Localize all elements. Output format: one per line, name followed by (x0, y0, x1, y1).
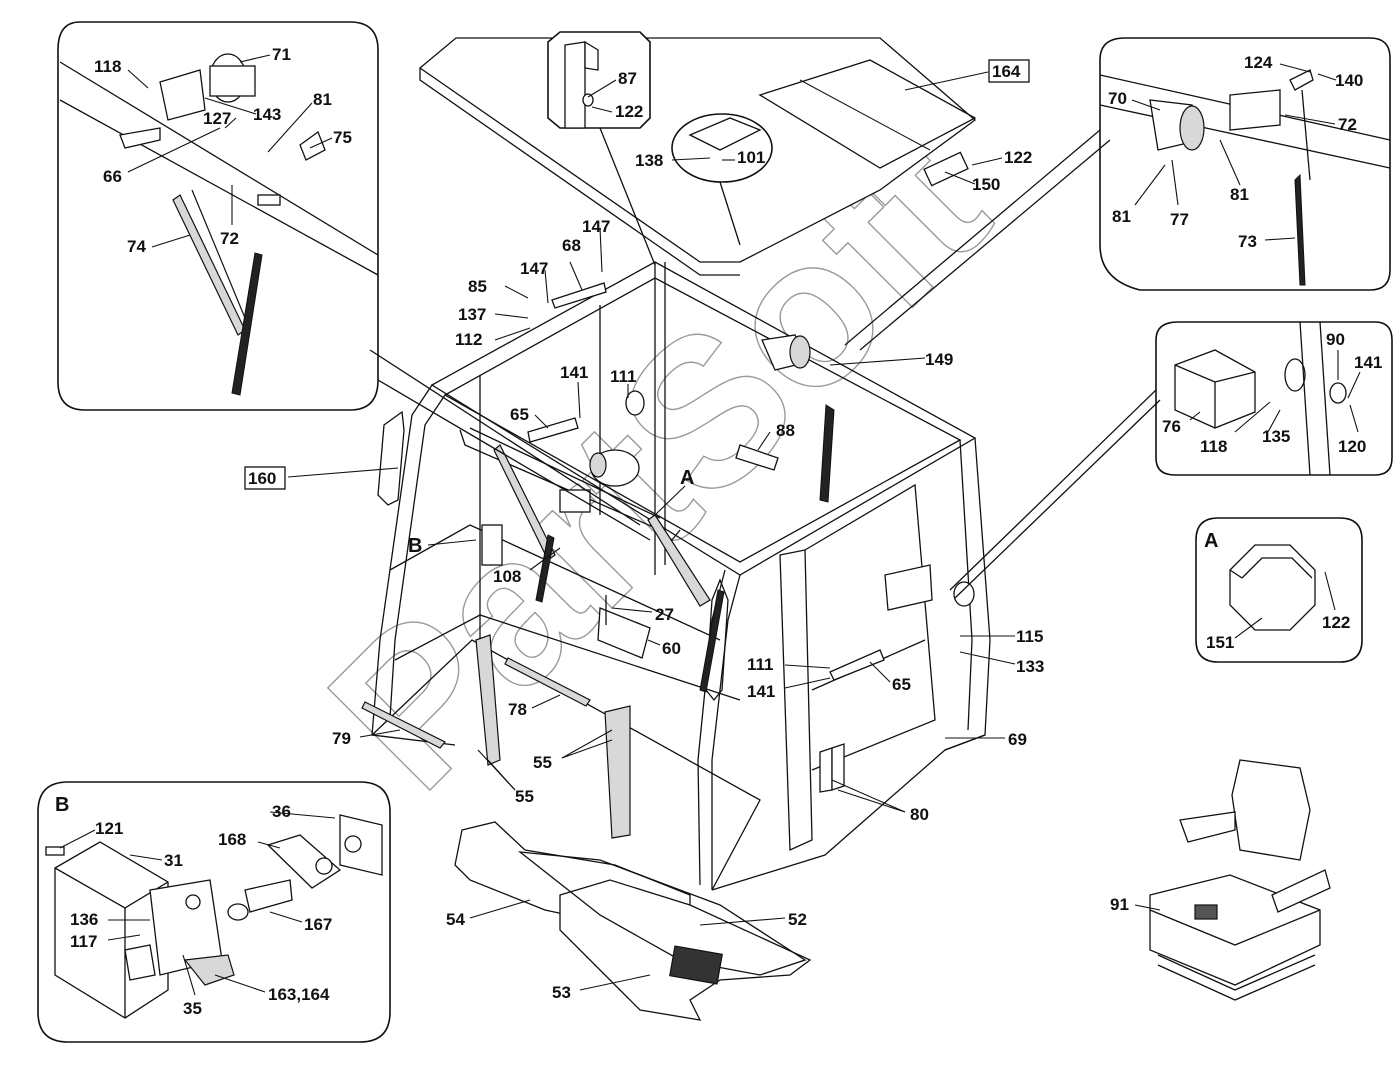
callout-a: A (680, 467, 694, 489)
callout-122: 122 (615, 102, 643, 121)
callout-133: 133 (1016, 657, 1044, 676)
callout-52: 52 (788, 910, 807, 929)
callout-136: 136 (70, 910, 98, 929)
callout-167: 167 (304, 915, 332, 934)
callout-163-164: 163,164 (268, 985, 330, 1004)
callout-115: 115 (1016, 627, 1043, 646)
callout-90: 90 (1326, 330, 1345, 349)
callout-141: 141 (560, 363, 588, 382)
callout-149: 149 (925, 350, 953, 369)
callout-53: 53 (552, 983, 571, 1002)
callout-78: 78 (508, 700, 527, 719)
callout-138: 138 (635, 151, 663, 170)
cab-components (481, 282, 975, 793)
callout-85: 85 (468, 277, 487, 296)
callout-121: 121 (95, 819, 123, 838)
callout-91: 91 (1110, 895, 1129, 914)
callout-66: 66 (103, 167, 122, 186)
callout-151: 151 (1206, 633, 1234, 652)
callout-75: 75 (333, 128, 352, 147)
callout-147-a: 147 (582, 217, 610, 236)
callout-122-detail-a: 122 (1322, 613, 1350, 632)
front-wiper (493, 444, 725, 693)
callout-111: 111 (610, 367, 637, 386)
callout-147-b: 147 (520, 259, 548, 278)
detail-b-title: B (55, 794, 69, 816)
leader-lines (59, 54, 1361, 996)
callout-81: 81 (313, 90, 332, 109)
callout-65-door: 65 (892, 675, 911, 694)
callout-35: 35 (183, 999, 202, 1018)
detail-rear-wiper (844, 37, 1391, 351)
callout-111-door: 111 (747, 655, 774, 674)
callout-160-boxed: 160 (248, 469, 276, 488)
callout-141-door: 141 (747, 682, 775, 701)
callout-150: 150 (972, 175, 1000, 194)
callout-72-rear: 72 (1338, 115, 1357, 134)
callout-76: 76 (1162, 417, 1181, 436)
callout-168: 168 (218, 830, 246, 849)
callout-60: 60 (662, 639, 681, 658)
callout-135: 135 (1262, 427, 1290, 446)
callout-88: 88 (776, 421, 795, 440)
callout-55-a: 55 (533, 753, 552, 772)
callout-137: 137 (458, 305, 486, 324)
seat (1149, 759, 1331, 1001)
callout-127: 127 (203, 109, 231, 128)
callout-112: 112 (455, 330, 482, 349)
callout-31: 31 (164, 851, 183, 870)
callout-120: 120 (1338, 437, 1366, 456)
callout-124: 124 (1244, 53, 1273, 72)
callout-80: 80 (910, 805, 929, 824)
callout-81-rear-b: 81 (1230, 185, 1249, 204)
callout-122-roof: 122 (1004, 148, 1032, 167)
callout-74: 74 (127, 237, 146, 256)
callout-164-boxed: 164 (992, 62, 1021, 81)
callout-labels: 118 71 143 127 81 75 66 74 72 87 122 138… (55, 45, 1382, 1018)
callout-65: 65 (510, 405, 529, 424)
detail-a-cover (1195, 517, 1363, 663)
callout-73: 73 (1238, 232, 1257, 251)
callout-68: 68 (562, 236, 581, 255)
callout-70: 70 (1108, 89, 1127, 108)
callout-69: 69 (1008, 730, 1027, 749)
callout-117: 117 (70, 932, 97, 951)
callout-79: 79 (332, 729, 351, 748)
callout-36: 36 (272, 802, 291, 821)
callout-101: 101 (737, 148, 765, 167)
callout-141-detail: 141 (1354, 353, 1382, 372)
callout-27: 27 (655, 605, 674, 624)
callout-118: 118 (94, 57, 121, 76)
callout-54: 54 (446, 910, 465, 929)
callout-72: 72 (220, 229, 239, 248)
label-160-box (244, 466, 286, 490)
detail-heater-box (949, 321, 1393, 599)
detail-plug (671, 113, 773, 246)
callout-55-b: 55 (515, 787, 534, 806)
callout-108: 108 (493, 567, 521, 586)
detail-a-title: A (1204, 530, 1218, 552)
callout-143: 143 (253, 105, 281, 124)
cab-frame (371, 261, 991, 891)
floor-mats (454, 821, 812, 1021)
callout-87: 87 (618, 69, 637, 88)
callout-81-rear-a: 81 (1112, 207, 1131, 226)
callout-140: 140 (1335, 71, 1363, 90)
callout-71: 71 (272, 45, 291, 64)
detail-bracket (547, 31, 656, 266)
callout-77: 77 (1170, 210, 1189, 229)
seal-strips (361, 634, 631, 839)
callout-118-detail: 118 (1200, 437, 1227, 456)
detail-b-latch (37, 781, 391, 1043)
label-164-box (988, 59, 1030, 83)
callout-b: B (408, 535, 422, 557)
